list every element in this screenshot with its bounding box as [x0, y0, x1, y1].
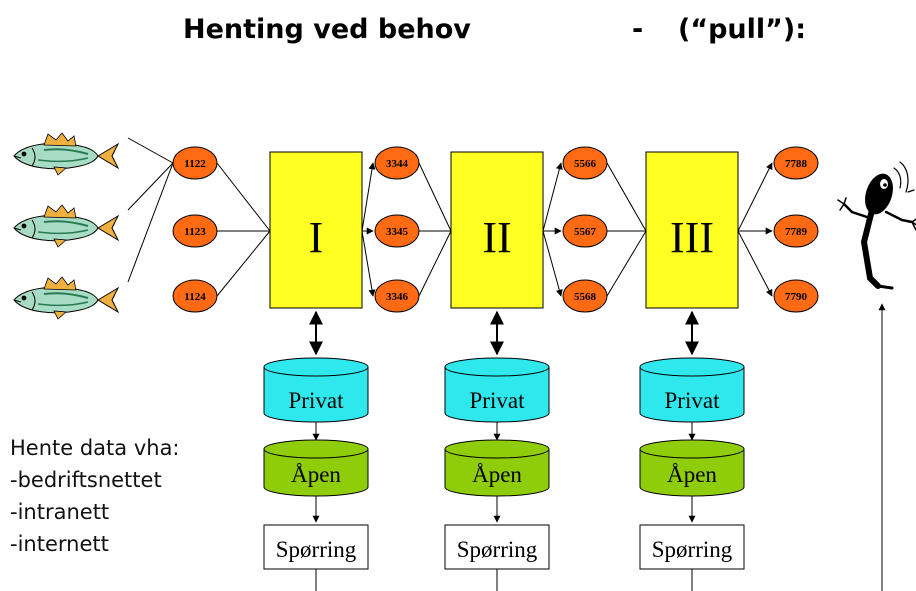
- node-5566-label: 5566: [574, 158, 597, 170]
- private-store-2: [444, 357, 550, 423]
- open-store-1: [263, 439, 369, 497]
- page-title: Henting ved behov: [183, 14, 471, 45]
- private-store-1: [263, 357, 369, 423]
- private-store-1-label: Privat: [289, 388, 345, 413]
- node-1122-label: 1122: [184, 158, 206, 170]
- open-store-2-label: Åpen: [472, 462, 522, 487]
- open-store-3: [639, 439, 745, 497]
- node-7788: [773, 146, 819, 180]
- node-5567-label: 5567: [574, 226, 597, 238]
- access-item-intranett: -intranett: [10, 500, 110, 524]
- stage-2-out-link-5568: [542, 230, 563, 297]
- stage-3-box: [645, 151, 739, 309]
- node-3344: [374, 146, 420, 180]
- stage-2-label: II: [482, 213, 511, 262]
- node-7789: [773, 214, 819, 248]
- node-7789-label: 7789: [785, 226, 808, 238]
- node-1123-label: 1123: [184, 226, 206, 238]
- stage-3-out-link-7788: [737, 162, 773, 232]
- node-5567: [562, 214, 608, 248]
- query-box-3: [639, 524, 745, 570]
- access-methods-text: Hente data vha: -bedriftsnettet -intrane…: [10, 432, 180, 560]
- node-7790: [773, 279, 819, 313]
- into-stage-3-link-5568: [606, 230, 647, 297]
- node-5568: [562, 279, 608, 313]
- node-3346: [374, 279, 420, 313]
- stage-2-out-link-5566: [542, 162, 563, 232]
- stick-figure-icon: [837, 161, 916, 290]
- private-store-3-rim: [639, 366, 745, 377]
- node-3345-label: 3345: [386, 226, 409, 238]
- fish-icon: [13, 276, 119, 320]
- fish-link-2: [127, 162, 174, 211]
- open-store-2: [444, 439, 550, 497]
- stage-3-label: III: [670, 213, 714, 262]
- query-box-2-label: Spørring: [457, 537, 538, 562]
- private-store-3: [639, 357, 745, 423]
- private-store-1-rim: [263, 366, 369, 377]
- access-item-bedriftsnettet: -bedriftsnettet: [10, 468, 162, 492]
- query-box-3-label: Spørring: [652, 537, 733, 562]
- open-store-1-label: Åpen: [291, 462, 341, 487]
- node-7788-label: 7788: [785, 158, 808, 170]
- source-link-1124: [216, 230, 271, 297]
- private-store-3-label: Privat: [665, 388, 721, 413]
- source-link-1122: [216, 162, 271, 232]
- fish-icon: [13, 204, 119, 248]
- access-item-internett: -internett: [10, 532, 109, 556]
- stage-1-box: [269, 151, 363, 309]
- query-box-2: [444, 524, 550, 570]
- title-dash: -: [632, 14, 644, 45]
- title-subtitle: (“pull”):: [678, 14, 807, 45]
- into-stage-2-link-3346: [418, 230, 452, 297]
- stage-1-out-link-3346: [361, 230, 376, 297]
- into-stage-3-link-5566: [606, 162, 647, 232]
- access-heading: Hente data vha:: [10, 436, 180, 460]
- stage-2-box: [450, 151, 544, 309]
- open-store-3-rim: [639, 448, 745, 459]
- fish-link-3: [127, 162, 174, 283]
- node-5568-label: 5568: [574, 291, 597, 303]
- query-box-1-label: Spørring: [276, 537, 357, 562]
- private-store-2-rim: [444, 366, 550, 377]
- private-store-2-label: Privat: [470, 388, 526, 413]
- open-store-1-rim: [263, 448, 369, 459]
- node-1123: [172, 214, 218, 248]
- node-3346-label: 3346: [386, 291, 409, 303]
- node-3345: [374, 214, 420, 248]
- stage-1-label: I: [309, 213, 324, 262]
- open-store-2-rim: [444, 448, 550, 459]
- node-5566: [562, 146, 608, 180]
- stage-3-out-link-7790: [737, 230, 773, 297]
- query-box-1: [263, 524, 369, 570]
- node-3344-label: 3344: [386, 158, 409, 170]
- node-1124-label: 1124: [184, 291, 206, 303]
- open-store-3-label: Åpen: [667, 462, 717, 487]
- stage-1-out-link-3344: [361, 162, 376, 232]
- into-stage-2-link-3344: [418, 162, 452, 232]
- fish-link-1: [127, 137, 174, 164]
- node-1124: [172, 279, 218, 313]
- node-1122: [172, 146, 218, 180]
- node-7790-label: 7790: [785, 291, 808, 303]
- fish-icon: [13, 132, 119, 176]
